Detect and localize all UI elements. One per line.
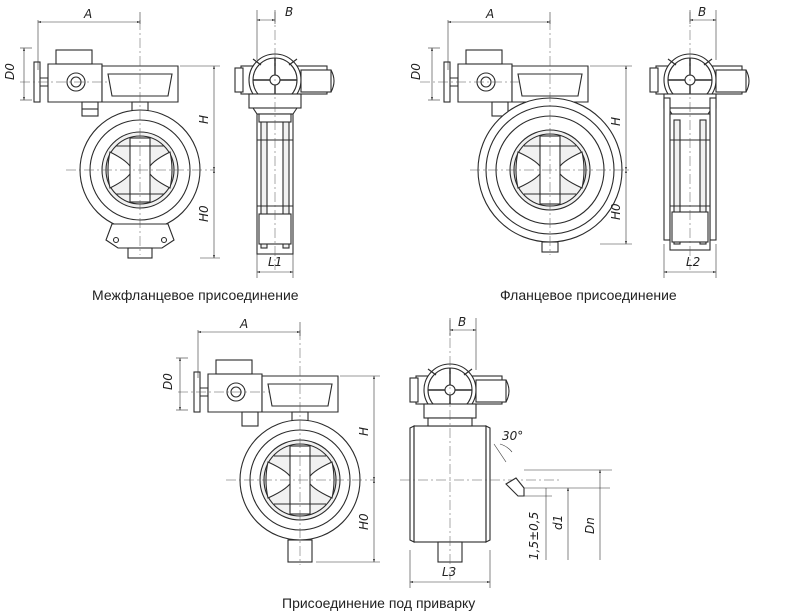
dim-H0: H0 (357, 513, 371, 530)
dim-angle: 30° (502, 429, 523, 443)
dim-H0: H0 (197, 205, 211, 222)
dim-A: A (239, 317, 248, 331)
caption-flanged: Фланцевое присоединение (500, 287, 677, 303)
dim-H: H (609, 117, 623, 126)
dim-B: B (285, 5, 293, 19)
dim-L2: L2 (686, 255, 700, 269)
flanged-front-view (443, 49, 623, 253)
dim-H: H (197, 115, 211, 124)
dim-B: B (698, 5, 706, 19)
dim-H: H (357, 427, 371, 436)
dim-L1: L1 (268, 255, 282, 269)
dim-D0: D0 (161, 373, 175, 390)
dim-d1: d1 (551, 515, 565, 530)
dim-D0: D0 (409, 63, 423, 80)
caption-welded: Присоединение под приварку (282, 595, 475, 611)
dim-B: B (458, 315, 466, 329)
weld-bevel-detail: 30° 1,5±0,5 d1 Dn (493, 429, 612, 560)
flanged-side-view (649, 53, 750, 251)
welded-front-view (193, 359, 361, 563)
dim-Dn: Dn (583, 517, 597, 534)
caption-wafer: Межфланцевое присоединение (92, 287, 299, 303)
dim-L3: L3 (442, 565, 456, 579)
dim-H0: H0 (609, 203, 623, 220)
wafer-side-view (234, 53, 335, 255)
dim-D0: D0 (3, 63, 17, 80)
dim-A: A (83, 7, 92, 21)
dim-tolerance: 1,5±0,5 (527, 512, 541, 560)
dim-A: A (485, 7, 494, 21)
welded-side-view (409, 363, 510, 563)
wafer-front-view (33, 49, 201, 259)
